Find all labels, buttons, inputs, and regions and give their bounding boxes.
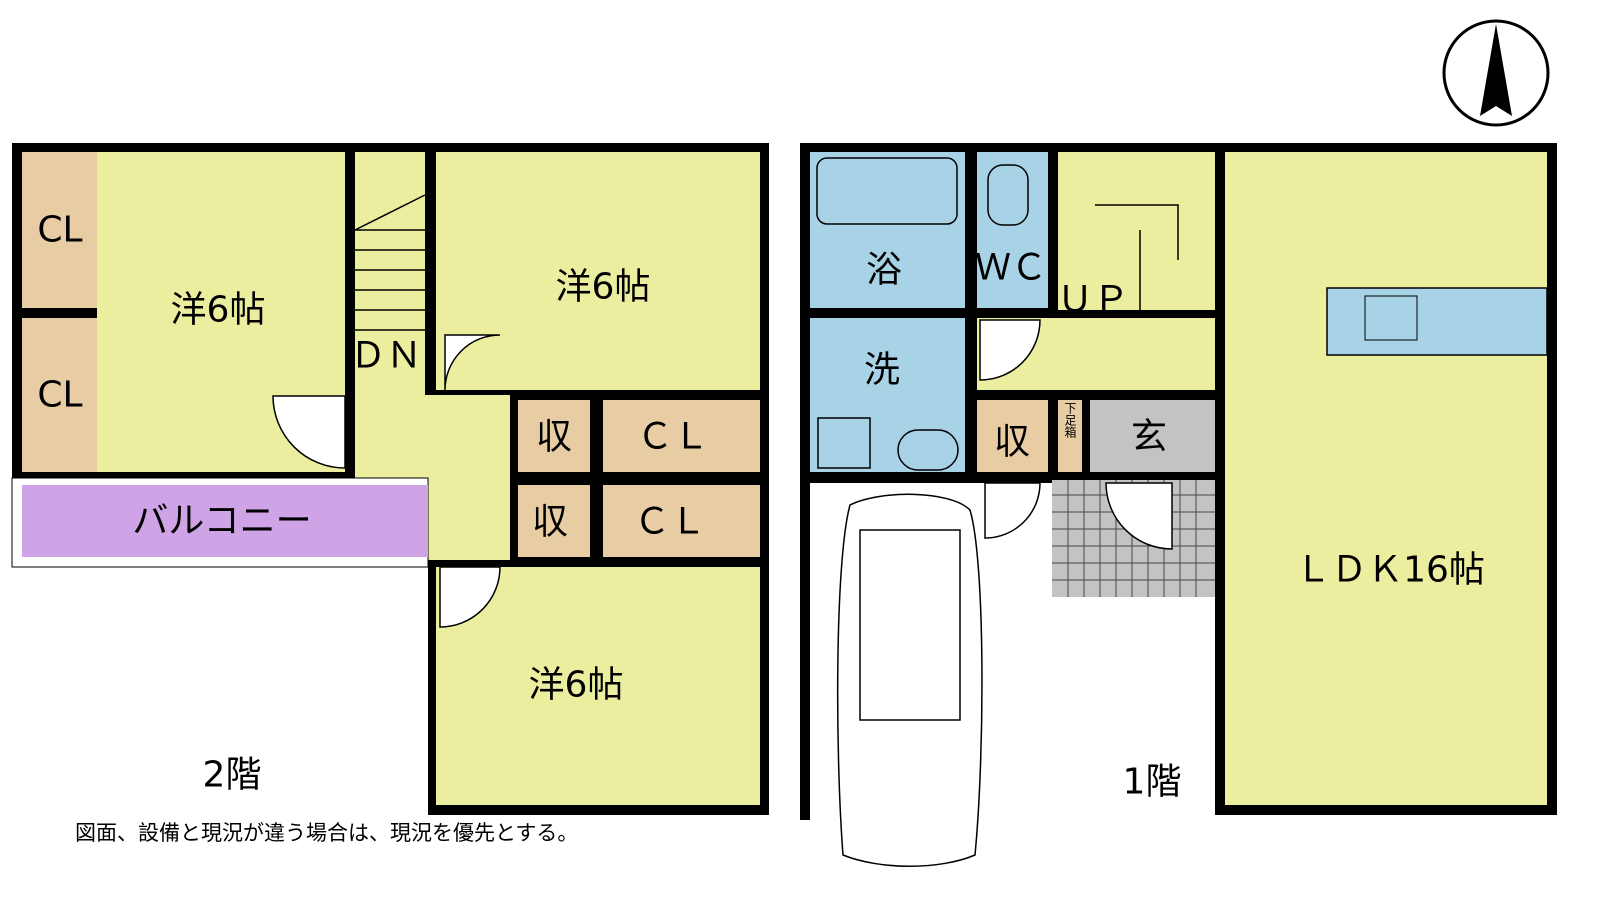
balcony (22, 485, 428, 557)
stairs-down-label: ＤＮ (350, 336, 422, 377)
washroom (810, 318, 965, 472)
stairs-up-label: ＵＰ (1057, 280, 1129, 321)
ldk (1225, 152, 1547, 805)
closet-1 (22, 152, 97, 308)
storage-1f-label: 収 (994, 422, 1030, 463)
floor-1: 図面流用転載禁止 浴 洗 ＷＣ ＵＰ 収 下足箱 玄 ＬＤＫ16帖 1階 (800, 143, 1557, 867)
closet-4 (603, 485, 760, 557)
storage-1f (977, 400, 1048, 472)
storage-1-label: 収 (536, 417, 572, 458)
no-reuse-notice: 図面流用転載禁止 (1008, 389, 1072, 399)
closet-3-label: ＣＬ (637, 417, 709, 458)
storage-1 (518, 400, 590, 472)
disclaimer-note: 図面、設備と現況が違う場合は、現況を優先とする。 (75, 821, 578, 845)
bath-label: 浴 (866, 250, 902, 291)
floor-2-label: 2階 (203, 755, 262, 796)
car-icon (836, 493, 983, 867)
copyright-text: Copyright kumanomi fudousan All right re… (400, 143, 568, 151)
balcony-label: バルコニー (132, 501, 311, 542)
north-room-label: 洋6帖 (556, 267, 651, 308)
entrance-label: 玄 (1131, 417, 1167, 458)
kitchen-counter (1326, 287, 1548, 356)
closet-2-label: CL (37, 375, 82, 416)
north-room (436, 152, 760, 390)
closet-2 (22, 318, 97, 472)
south-room (436, 567, 760, 805)
floor-2: Copyright kumanomi fudousan All right re… (11, 143, 769, 815)
storage-2-label: 収 (532, 502, 568, 543)
shoe-box-label: 下足箱 (1063, 402, 1077, 438)
north-arrow-icon (1442, 19, 1550, 127)
closet-1-label: CL (37, 210, 82, 251)
stairs-2f (355, 152, 425, 395)
closet-4-label: ＣＬ (634, 502, 706, 543)
shoe-box (1058, 400, 1082, 472)
stairs-1f (1058, 152, 1215, 310)
entrance (1090, 400, 1215, 472)
south-room-label: 洋6帖 (529, 665, 624, 706)
floor-1-label: 1階 (1123, 762, 1182, 803)
ldk-label: ＬＤＫ16帖 (1295, 550, 1485, 591)
toilet-label: ＷＣ (975, 248, 1047, 289)
closet-3 (603, 400, 760, 472)
washroom-label: 洗 (864, 350, 900, 391)
west-room-label: 洋6帖 (171, 290, 266, 331)
bathroom (810, 152, 965, 308)
storage-2 (518, 485, 590, 557)
